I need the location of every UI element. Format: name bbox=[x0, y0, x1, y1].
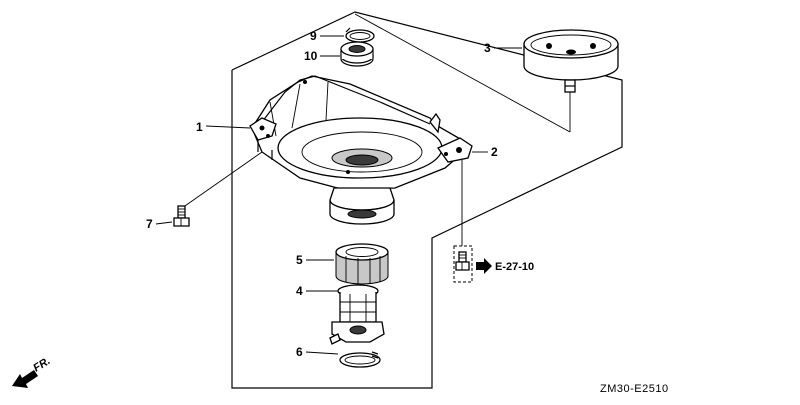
callout-10: 10 bbox=[304, 49, 318, 63]
spring-holder bbox=[329, 284, 385, 345]
callout-3: 3 bbox=[484, 41, 491, 55]
clutch-drum bbox=[523, 29, 619, 93]
callout-4: 4 bbox=[296, 284, 303, 298]
figure-code: ZM30-E2510 bbox=[600, 383, 669, 395]
assembly-outline bbox=[231, 11, 623, 389]
circlip-upper bbox=[345, 27, 375, 43]
reference-arrow-icon bbox=[476, 258, 492, 274]
leader-6 bbox=[305, 351, 339, 355]
reference-label[interactable]: E-27-10 bbox=[495, 261, 534, 273]
retaining-ring bbox=[339, 351, 381, 368]
clutch-housing bbox=[249, 75, 473, 225]
callout-1: 1 bbox=[196, 120, 203, 134]
leader-7 bbox=[155, 221, 173, 225]
callout-5: 5 bbox=[296, 253, 303, 267]
bearing-bracket-line bbox=[354, 13, 571, 133]
bolt-7 bbox=[173, 151, 263, 227]
leader-1 bbox=[205, 125, 251, 129]
clutch-shoe bbox=[335, 243, 389, 285]
bearing bbox=[340, 41, 374, 67]
front-arrow-icon bbox=[12, 370, 38, 388]
callout-6: 6 bbox=[296, 345, 303, 359]
callout-2: 2 bbox=[491, 145, 498, 159]
callout-7: 7 bbox=[146, 217, 153, 231]
callout-9: 9 bbox=[310, 29, 317, 43]
bolt-2 bbox=[453, 160, 473, 283]
